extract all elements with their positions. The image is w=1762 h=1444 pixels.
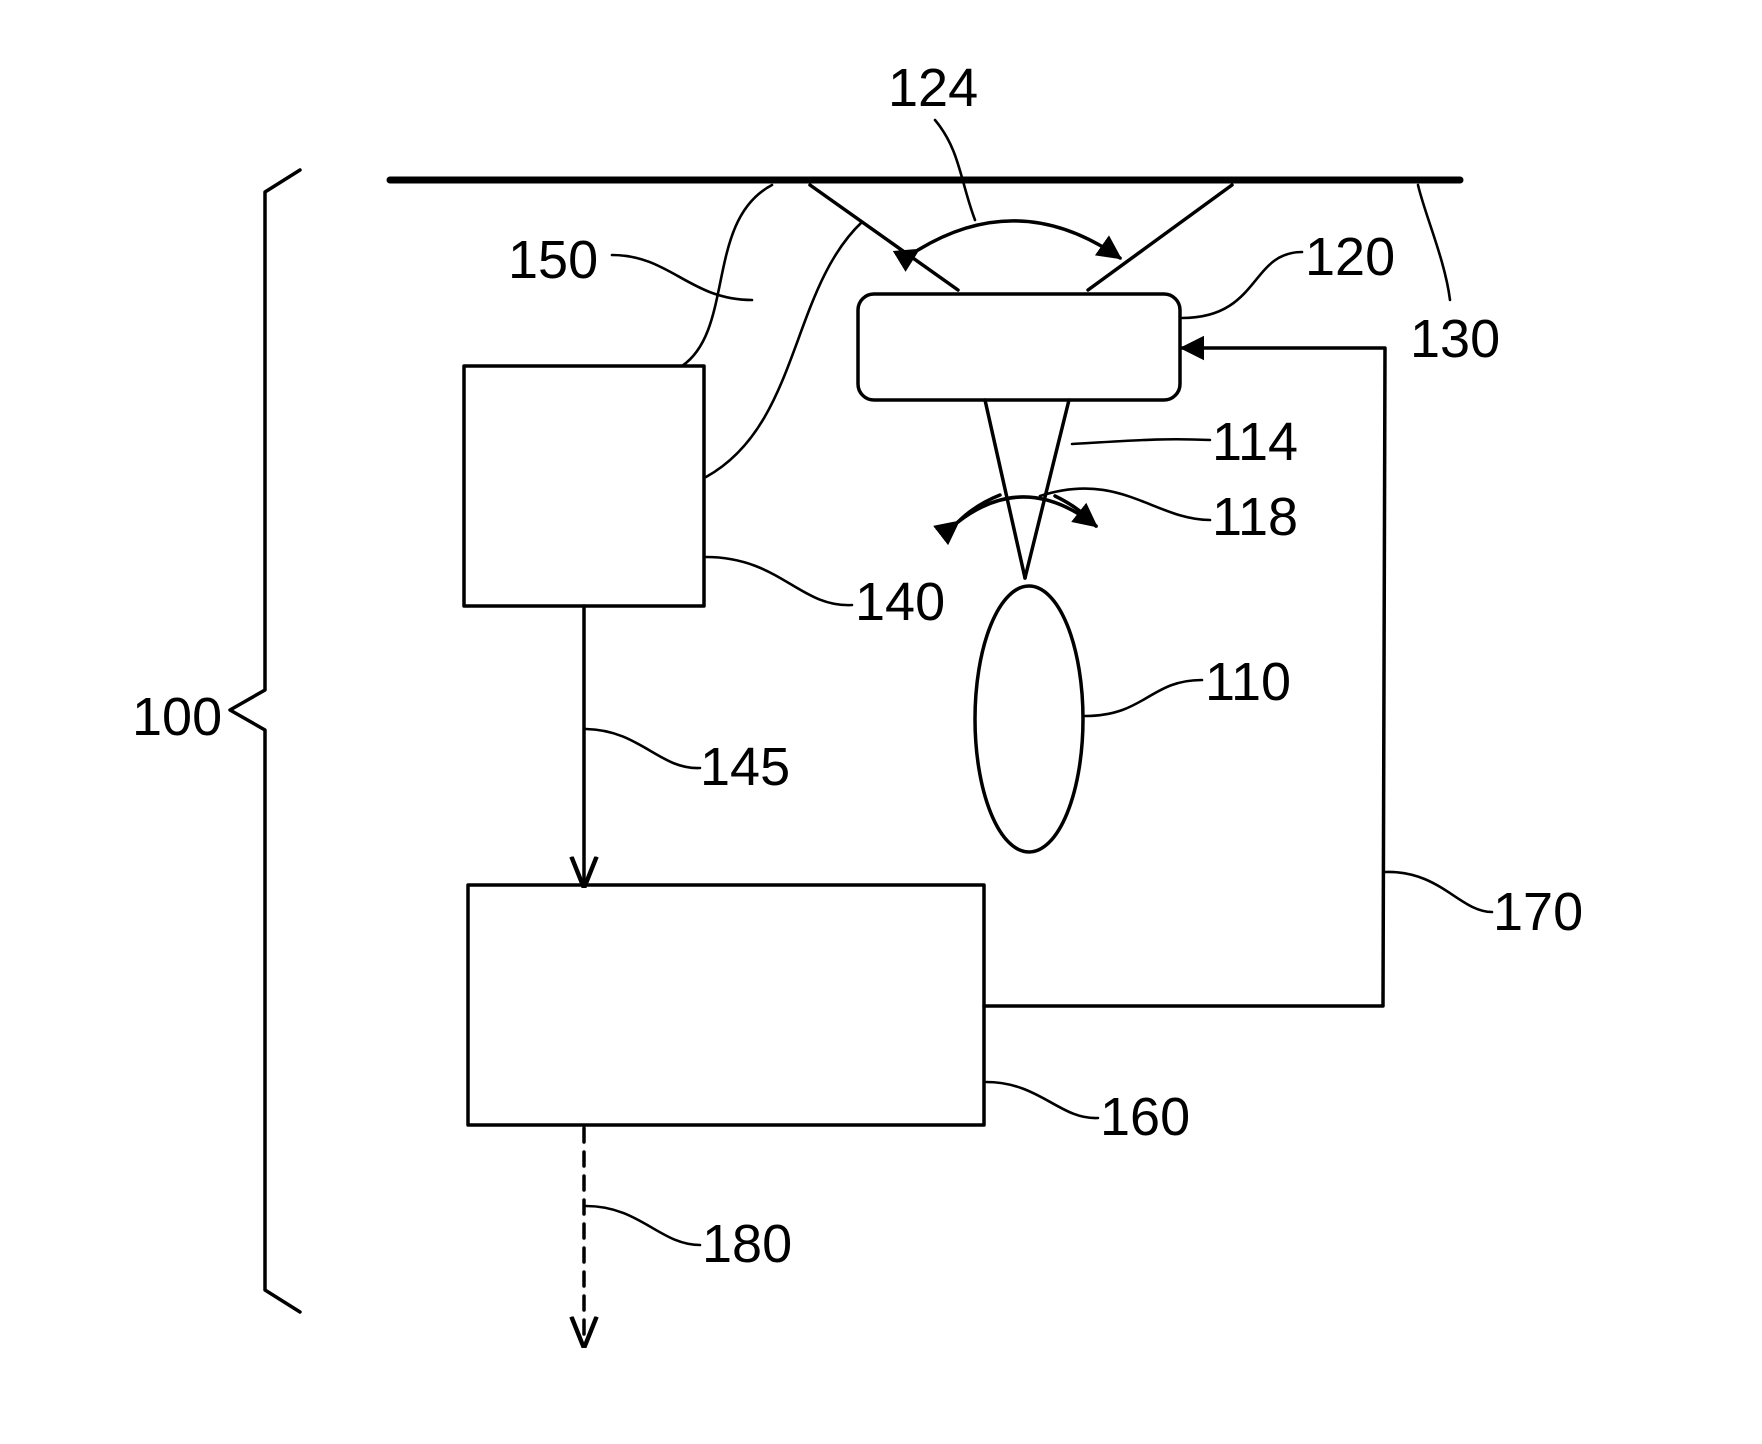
label-field-of-view: 114 <box>1212 412 1298 472</box>
control-signal-line <box>984 348 1385 1006</box>
field-of-view-left <box>985 400 1025 578</box>
label-field-angle: 118 <box>1212 487 1298 547</box>
field-of-view-right <box>1025 400 1069 578</box>
label-reflection-angle: 124 <box>888 58 978 118</box>
label-sensor-unit: 140 <box>855 572 945 632</box>
leader-114 <box>1072 439 1210 444</box>
leader-160 <box>986 1082 1098 1118</box>
leader-110 <box>1085 680 1202 716</box>
label-sensor-field: 150 <box>508 230 598 290</box>
label-system: 100 <box>132 687 222 747</box>
sensor-field-boundary-1 <box>682 185 772 366</box>
leader-180 <box>586 1206 700 1245</box>
label-eye: 110 <box>1205 652 1291 712</box>
leader-124 <box>935 120 975 220</box>
leader-145 <box>586 729 700 768</box>
leader-120 <box>1182 252 1302 318</box>
system-brace <box>230 170 300 1312</box>
leader-150 <box>612 255 752 300</box>
reflected-ray-left <box>810 185 958 290</box>
label-camera: 120 <box>1305 227 1395 287</box>
reflection-angle-arc <box>918 221 1120 258</box>
leader-140 <box>706 557 852 605</box>
sensor-field-boundary-2 <box>706 222 862 477</box>
label-sensor-output: 145 <box>700 737 790 797</box>
sensor-box <box>464 366 704 606</box>
label-reflective-surface: 130 <box>1410 309 1500 369</box>
eye-ellipse <box>975 586 1083 852</box>
leader-118 <box>1040 489 1210 520</box>
label-control-signal: 170 <box>1493 882 1583 942</box>
label-output-signal: 180 <box>702 1214 792 1274</box>
field-angle-arc <box>958 497 1096 526</box>
leader-170 <box>1385 872 1492 912</box>
reflected-ray-right <box>1088 185 1232 290</box>
processor-box <box>468 885 984 1125</box>
label-processor: 160 <box>1100 1087 1190 1147</box>
camera-box <box>858 294 1180 400</box>
leader-130 <box>1418 185 1450 300</box>
